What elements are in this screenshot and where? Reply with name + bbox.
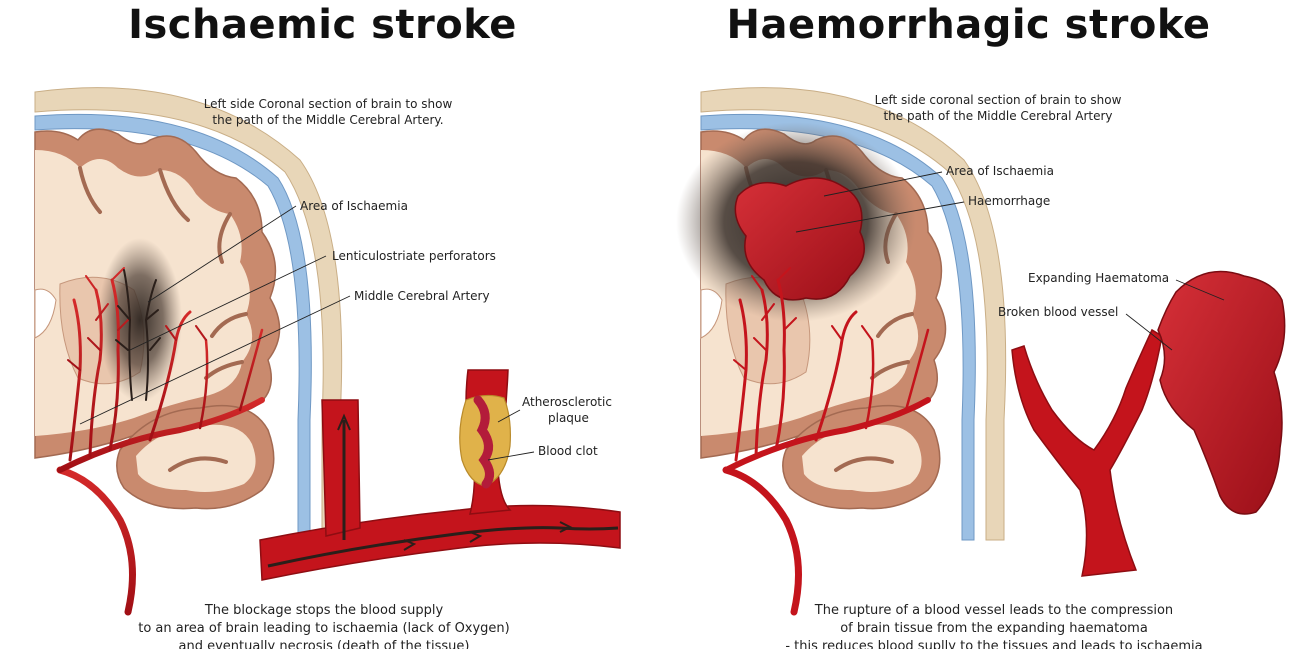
expanding-haematoma — [1158, 272, 1285, 514]
label-atherosclerotic: Atherosclerotic — [522, 395, 612, 409]
broken-blood-vessel — [1012, 330, 1162, 576]
label-blood-clot: Blood clot — [538, 444, 598, 458]
haemorrhagic-stroke-panel: Haemorrhagic stroke — [646, 0, 1291, 649]
label-plaque: plaque — [548, 411, 589, 425]
label-expanding-haematoma: Expanding Haematoma — [1028, 271, 1169, 285]
section-caption-line-2: the path of the Middle Cerebral Artery. — [212, 113, 443, 127]
label-haemorrhage: Haemorrhage — [968, 194, 1050, 208]
bottom-caption-line-3: - this reduces blood suplly to the tissu… — [785, 639, 1202, 649]
bottom-caption-line-2: of brain tissue from the expanding haema… — [840, 621, 1148, 636]
section-caption-line-1: Left side coronal section of brain to sh… — [875, 93, 1122, 107]
label-area-of-ischaemia: Area of Ischaemia — [946, 164, 1054, 178]
ischaemic-illustration: Left side Coronal section of brain to sh… — [0, 0, 645, 649]
label-broken-blood-vessel: Broken blood vessel — [998, 305, 1118, 319]
label-area-of-ischaemia: Area of Ischaemia — [300, 199, 408, 213]
bottom-caption-line-1: The blockage stops the blood supply — [204, 603, 444, 618]
ischaemic-stroke-panel: Ischaemic stroke — [0, 0, 645, 649]
bottom-caption-line-2: to an area of brain leading to ischaemia… — [138, 621, 510, 636]
haemorrhagic-illustration: Left side coronal section of brain to sh… — [646, 0, 1291, 649]
label-middle-cerebral-artery: Middle Cerebral Artery — [354, 289, 490, 303]
bottom-caption-line-3: and eventually necrosis (death of the ti… — [178, 639, 469, 649]
bottom-caption-line-1: The rupture of a blood vessel leads to t… — [814, 603, 1173, 618]
section-caption-line-2: the path of the Middle Cerebral Artery — [883, 109, 1112, 123]
label-lenticulostriate-perforators: Lenticulostriate perforators — [332, 249, 496, 263]
section-caption-line-1: Left side Coronal section of brain to sh… — [204, 97, 453, 111]
